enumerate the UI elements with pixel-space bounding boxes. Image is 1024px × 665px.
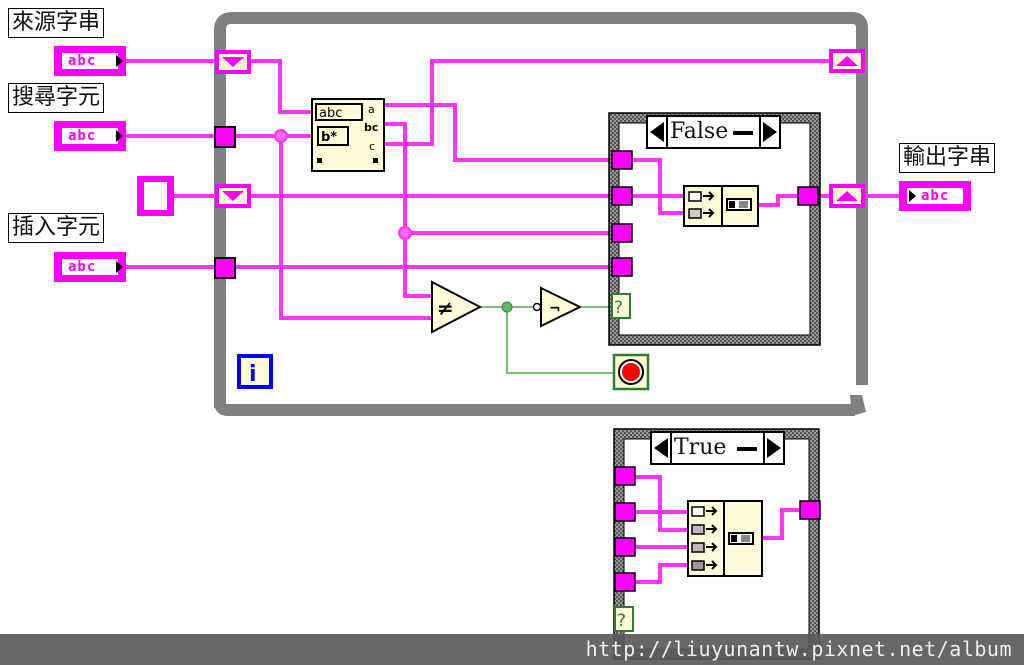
case-output-tunnel: [799, 500, 821, 520]
case-tunnel: [611, 257, 633, 277]
terminal-input-arrow-icon: [909, 190, 916, 202]
terminal-output-arrow-icon: [116, 130, 123, 142]
label-insert-char: 插入字元: [8, 213, 105, 243]
increment-case-arrow-icon[interactable]: [763, 122, 777, 142]
control-search-char[interactable]: abc: [54, 121, 126, 151]
decrement-case-arrow-icon[interactable]: [650, 122, 664, 142]
string-type-text: abc: [61, 258, 119, 276]
svg-text:bc: bc: [364, 121, 378, 134]
decrement-case-arrow-icon[interactable]: [654, 438, 668, 458]
not-equal-node[interactable]: ≠: [431, 280, 483, 334]
not-glyph: ¬: [549, 301, 561, 317]
shift-register-left-output[interactable]: [215, 184, 251, 208]
selector-divider: [759, 117, 761, 147]
case-selector-glyph: ?: [617, 611, 626, 631]
case-tunnel: [611, 223, 633, 243]
string-type-text: abc: [61, 52, 119, 70]
match-pattern-text-pattern: b*: [321, 130, 337, 145]
dropdown-icon[interactable]: [733, 131, 753, 135]
label-source-string: 來源字串: [8, 8, 105, 38]
selector-divider: [670, 433, 672, 463]
case-selector-terminal: [614, 606, 634, 632]
shift-register-right-source[interactable]: [829, 49, 865, 73]
case-selector-false[interactable]: False: [646, 115, 781, 149]
case-tunnel: [611, 150, 633, 170]
wire-junction: [398, 226, 412, 240]
concatenate-strings-node-4[interactable]: [687, 500, 763, 577]
case-selector-true[interactable]: True: [650, 431, 785, 465]
shift-register-right-output[interactable]: [829, 184, 865, 208]
shift-register-down-arrow-icon: [222, 57, 244, 67]
svg-text:a: a: [368, 103, 375, 116]
case-output-tunnel: [797, 186, 819, 206]
string-wires: [126, 59, 900, 584]
control-insert-char[interactable]: abc: [54, 252, 126, 282]
string-type-text: abc: [906, 187, 964, 205]
empty-string-constant[interactable]: [137, 176, 174, 216]
loop-tunnels[interactable]: [214, 126, 236, 279]
match-pattern-node[interactable]: abc b* a bc c: [311, 98, 385, 172]
terminal-output-arrow-icon: [116, 55, 123, 67]
control-source-string[interactable]: abc: [54, 46, 126, 76]
not-equal-glyph: ≠: [437, 296, 454, 320]
concatenate-strings-node-2[interactable]: [683, 185, 759, 227]
wire-junction-boolean: [501, 301, 513, 313]
case-selector-glyph: ?: [614, 298, 623, 318]
tunnel-insert-char: [214, 257, 236, 279]
case-tunnel: [611, 186, 633, 206]
indicator-output-string[interactable]: abc: [899, 181, 971, 211]
case-tunnel: [614, 466, 636, 486]
watermark-bar: http://liuyunantw.pixnet.net/album: [0, 634, 1024, 665]
case-selector-value: True: [674, 435, 727, 460]
shift-register-up-arrow-icon: [836, 56, 858, 66]
stop-sign-icon: [622, 363, 640, 381]
match-pattern-text-abc: abc: [319, 106, 342, 121]
selector-divider: [763, 433, 765, 463]
selector-divider: [666, 117, 668, 147]
loop-resize-corner[interactable]: [850, 395, 866, 416]
terminal-output-arrow-icon: [116, 261, 123, 273]
iteration-glyph: i: [249, 362, 257, 387]
dropdown-icon[interactable]: [737, 447, 757, 451]
shift-register-down-arrow-icon: [222, 191, 244, 201]
while-loop[interactable]: [214, 12, 868, 416]
iteration-terminal: i: [237, 354, 273, 389]
label-search-char: 搜尋字元: [8, 83, 105, 113]
wire-junction: [274, 129, 288, 143]
case-tunnel: [614, 502, 636, 522]
case-tunnel: [614, 537, 636, 557]
string-type-text: abc: [61, 127, 119, 145]
shift-register-left-source[interactable]: [215, 50, 251, 74]
tunnel-search-char: [214, 126, 236, 148]
not-node[interactable]: ¬: [532, 286, 583, 328]
watermark-url: http://liuyunantw.pixnet.net/album: [585, 637, 1012, 661]
loop-condition-stop-terminal[interactable]: [612, 353, 650, 391]
shift-register-up-arrow-icon: [836, 191, 858, 201]
case-tunnel: [614, 572, 636, 592]
case-selector-terminal: [611, 293, 631, 319]
svg-text:c: c: [369, 140, 375, 153]
increment-case-arrow-icon[interactable]: [767, 438, 781, 458]
label-output-string: 輸出字串: [899, 143, 996, 173]
case-selector-value: False: [670, 119, 729, 144]
